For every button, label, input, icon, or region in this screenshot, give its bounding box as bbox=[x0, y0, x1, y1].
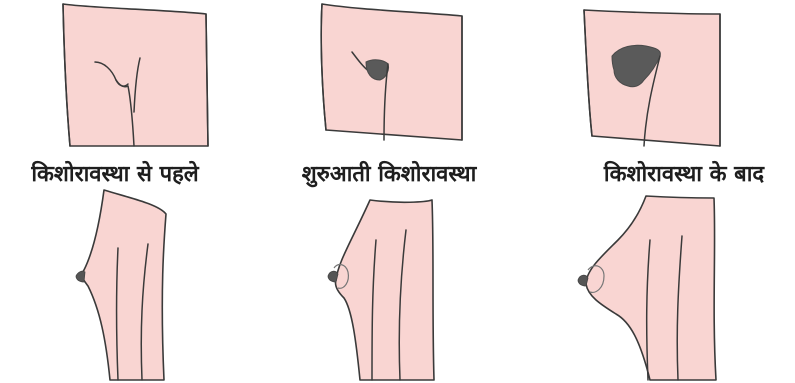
pelvis-stage1-illustration bbox=[63, 4, 208, 146]
pelvis-stage2-illustration bbox=[321, 4, 462, 140]
pelvis-stage3-illustration bbox=[584, 10, 720, 146]
breast-stage2-illustration bbox=[328, 200, 434, 380]
breast-stage1-illustration bbox=[76, 190, 166, 380]
caption-pre-puberty: किशोरावस्था से पहले bbox=[4, 160, 226, 190]
caption-early-puberty: शुरुआती किशोरावस्था bbox=[276, 160, 502, 190]
breast-stage3-illustration bbox=[578, 196, 716, 380]
caption-post-puberty: किशोरावस्था के बाद bbox=[578, 160, 790, 190]
